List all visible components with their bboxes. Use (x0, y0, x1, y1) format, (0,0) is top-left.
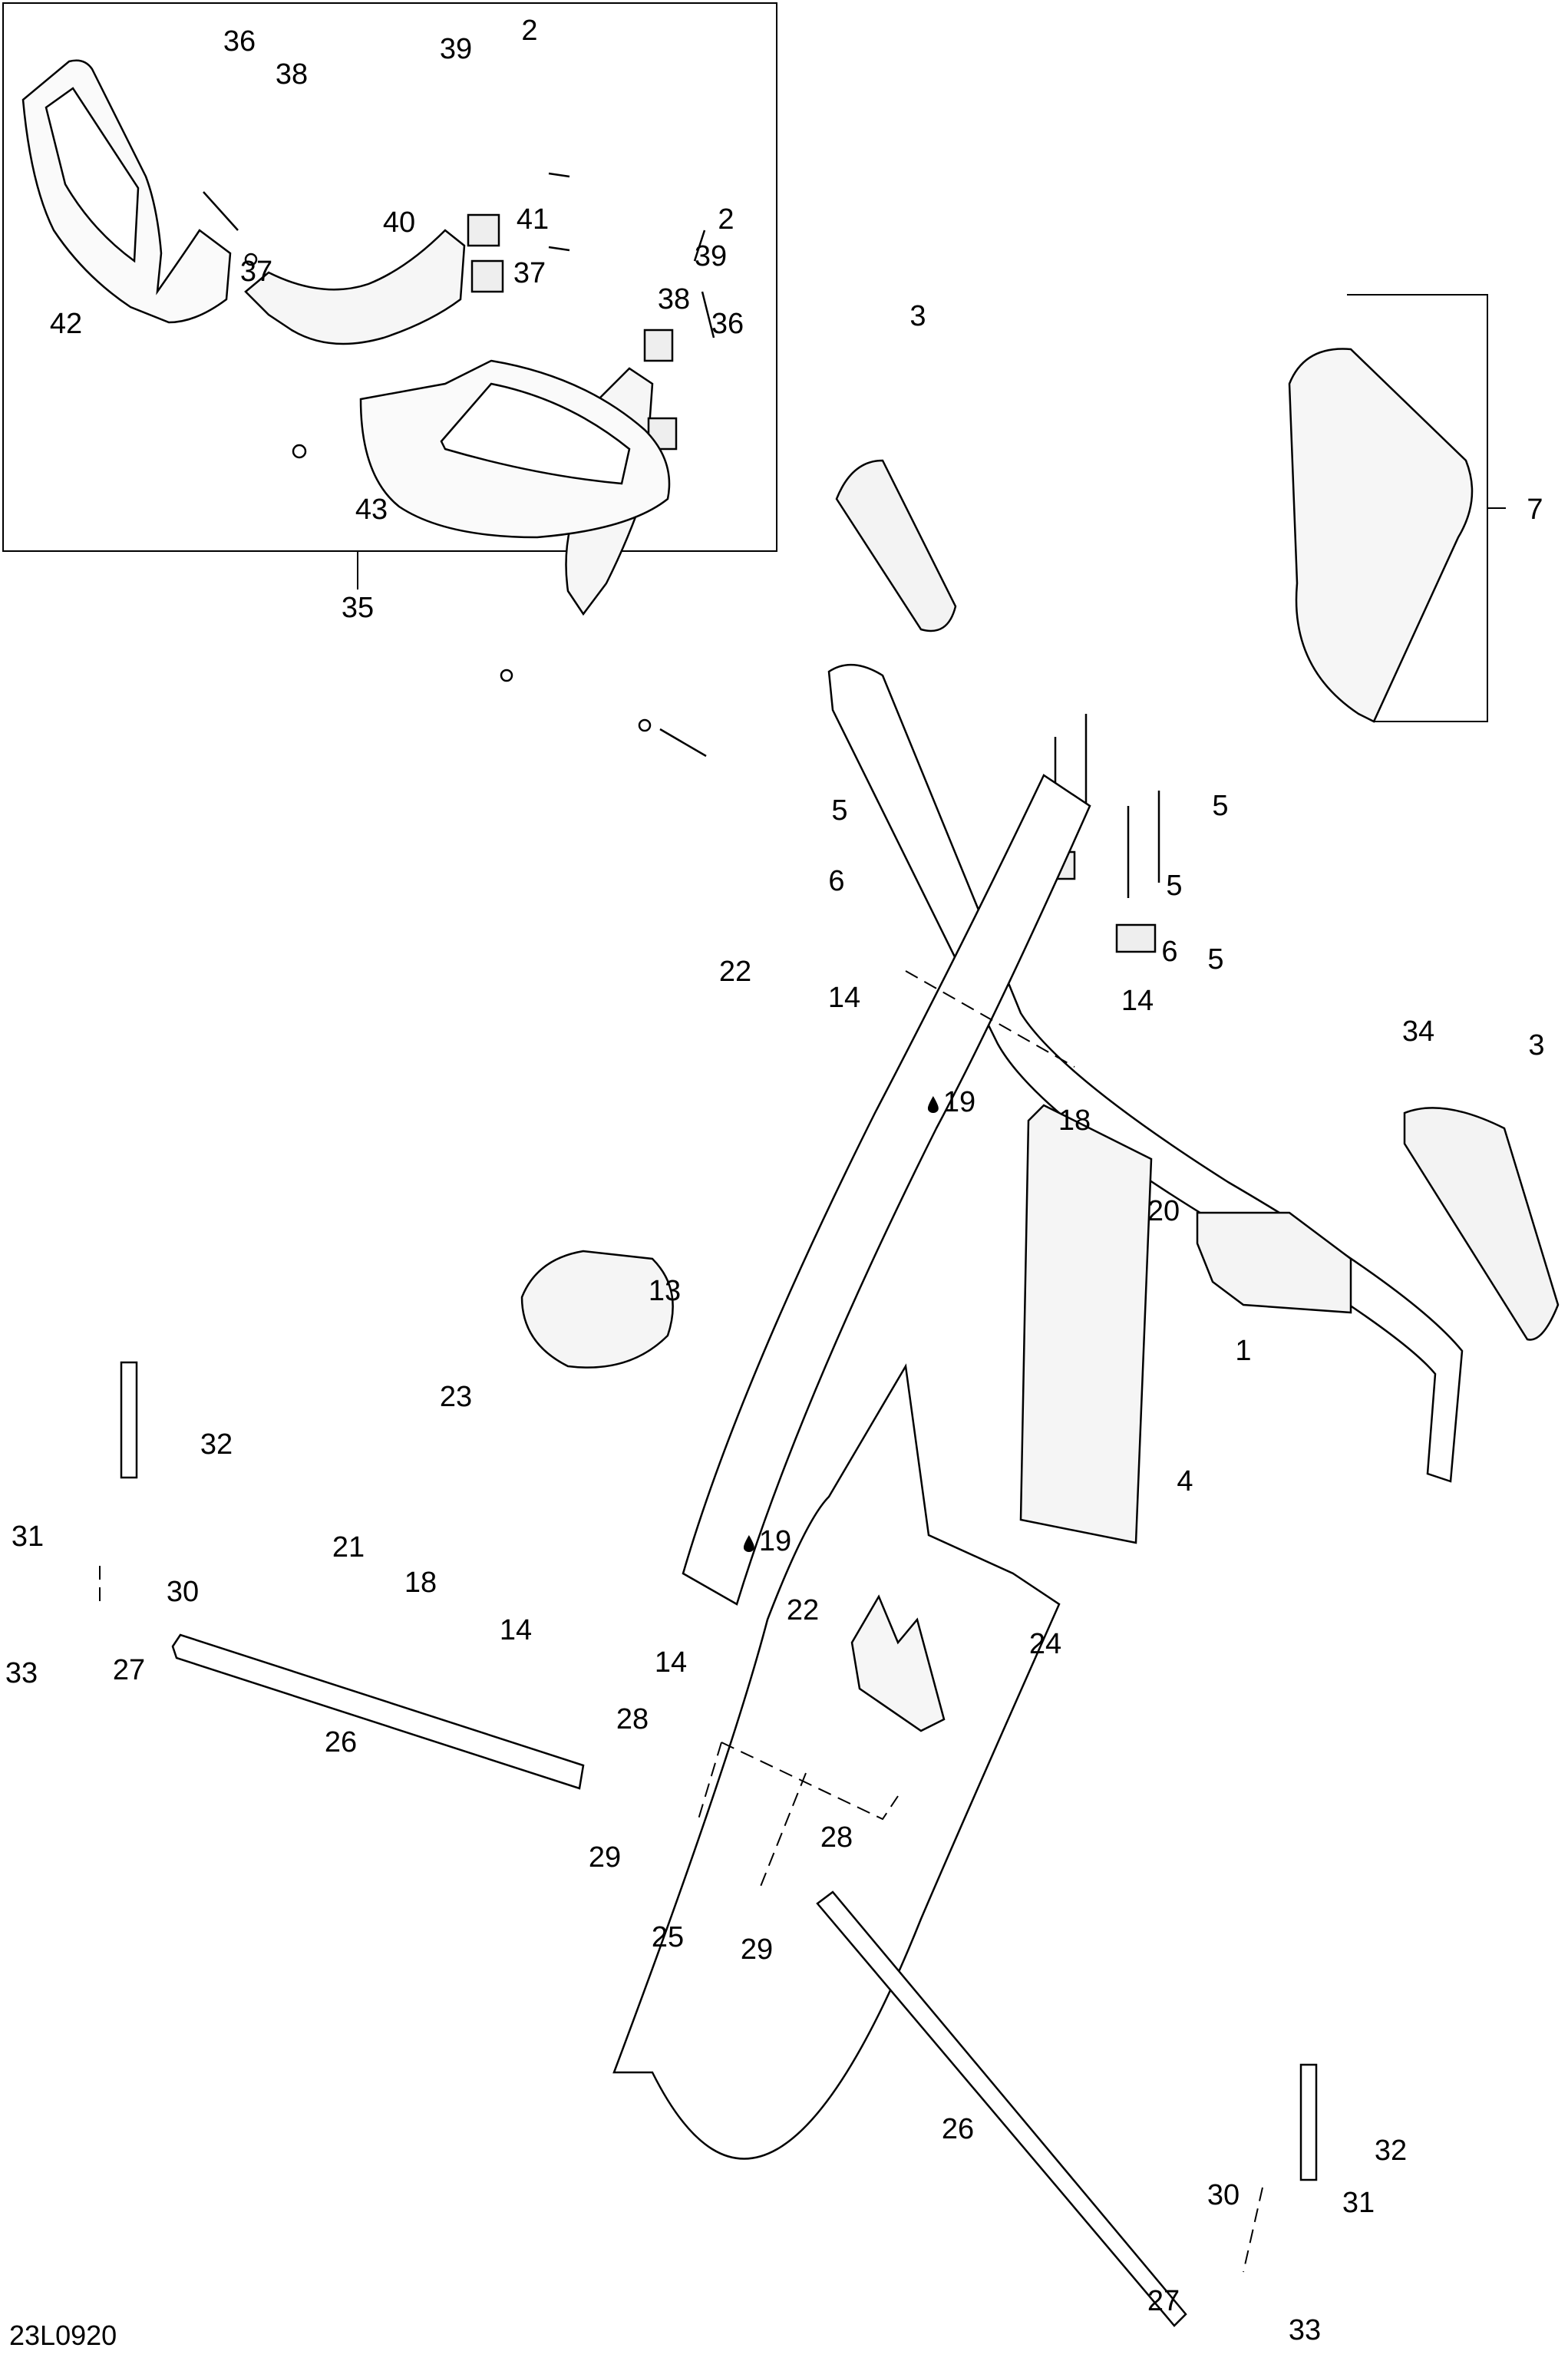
callout-27: 27 (1147, 2285, 1180, 2317)
callout-31: 31 (11, 1521, 45, 1553)
callout-34: 34 (1401, 1015, 1435, 1048)
callout-36: 36 (223, 25, 256, 58)
bracket-24 (850, 1594, 946, 1732)
callout-14: 14 (499, 1614, 533, 1646)
callout-42: 42 (49, 308, 83, 340)
pad-7 (1288, 348, 1474, 723)
callout-38: 38 (657, 283, 691, 315)
callout-6: 6 (1161, 936, 1178, 968)
callout-3: 3 (1528, 1029, 1545, 1062)
callout-2: 2 (718, 203, 734, 236)
callout-29: 29 (740, 1933, 774, 1966)
callout-31: 31 (1342, 2187, 1375, 2219)
callout-30: 30 (1207, 2179, 1240, 2211)
callout-22: 22 (786, 1594, 820, 1626)
callout-33: 33 (1288, 2314, 1322, 2346)
callout-40: 40 (382, 206, 416, 239)
callout-22: 22 (718, 956, 752, 988)
callout-5: 5 (1166, 870, 1183, 902)
callout-28: 28 (820, 1821, 853, 1854)
callout-23: 23 (439, 1381, 473, 1413)
callout-35: 35 (341, 592, 375, 624)
callout-1: 1 (1235, 1335, 1252, 1367)
callout-14: 14 (654, 1646, 688, 1679)
callout-41: 41 (516, 203, 550, 236)
callout-18: 18 (404, 1567, 437, 1599)
callout-36: 36 (711, 308, 744, 340)
cover-23 (520, 1250, 674, 1369)
grip-right-3 (1403, 1107, 1560, 1341)
callout-18: 18 (1058, 1105, 1091, 1137)
callout-24: 24 (1028, 1628, 1062, 1660)
callout-19-number: 19 (758, 1525, 792, 1557)
callout-5: 5 (831, 794, 848, 827)
callout-27: 27 (112, 1654, 146, 1686)
callout-39: 39 (439, 33, 473, 65)
tie-rod-left-26 (171, 1633, 585, 1790)
callout-29: 29 (588, 1841, 622, 1874)
callout-37: 37 (239, 256, 273, 288)
callout-38: 38 (275, 58, 309, 91)
callout-19: 19 (743, 1525, 792, 1557)
callout-30: 30 (166, 1576, 200, 1608)
callout-43: 43 (355, 494, 388, 526)
callout-14: 14 (827, 982, 861, 1014)
plate-34 (1196, 1211, 1352, 1314)
callout-5: 5 (1207, 943, 1224, 976)
callout-37: 37 (513, 257, 546, 289)
drawing-reference-code: 23L0920 (9, 2320, 117, 2351)
callout-26: 26 (324, 1726, 358, 1758)
callout-20: 20 (1147, 1195, 1180, 1227)
riser-4 (1019, 1104, 1153, 1544)
callout-14: 14 (1121, 985, 1154, 1017)
steering-column-13 (612, 1363, 1061, 2160)
callout-32: 32 (1374, 2135, 1408, 2167)
callout-6: 6 (828, 865, 845, 897)
callout-19-number: 19 (942, 1086, 976, 1118)
callout-39: 39 (694, 240, 728, 272)
callout-33: 33 (5, 1657, 38, 1689)
callout-2: 2 (521, 15, 538, 47)
bolt-32-right (1299, 2063, 1318, 2181)
callout-7: 7 (1527, 494, 1543, 526)
callout-21: 21 (332, 1531, 365, 1564)
bolt-32-left (120, 1361, 138, 1479)
callout-3: 3 (909, 300, 926, 332)
bracket-40 (244, 229, 466, 345)
callout-5: 5 (1212, 790, 1229, 822)
clamp-5b (1115, 923, 1157, 953)
callout-19: 19 (927, 1086, 976, 1118)
drop-icon (927, 1096, 939, 1113)
callout-26: 26 (941, 2113, 975, 2145)
grip-left-3 (835, 459, 957, 632)
callout-13: 13 (648, 1275, 682, 1307)
callout-25: 25 (651, 1921, 685, 1953)
handguard-kit-frame (2, 2, 777, 552)
callout-28: 28 (616, 1703, 649, 1735)
callout-32: 32 (200, 1428, 233, 1461)
tie-rod-right-26 (816, 1890, 1187, 2327)
drop-icon (743, 1535, 754, 1552)
callout-4: 4 (1177, 1465, 1193, 1498)
